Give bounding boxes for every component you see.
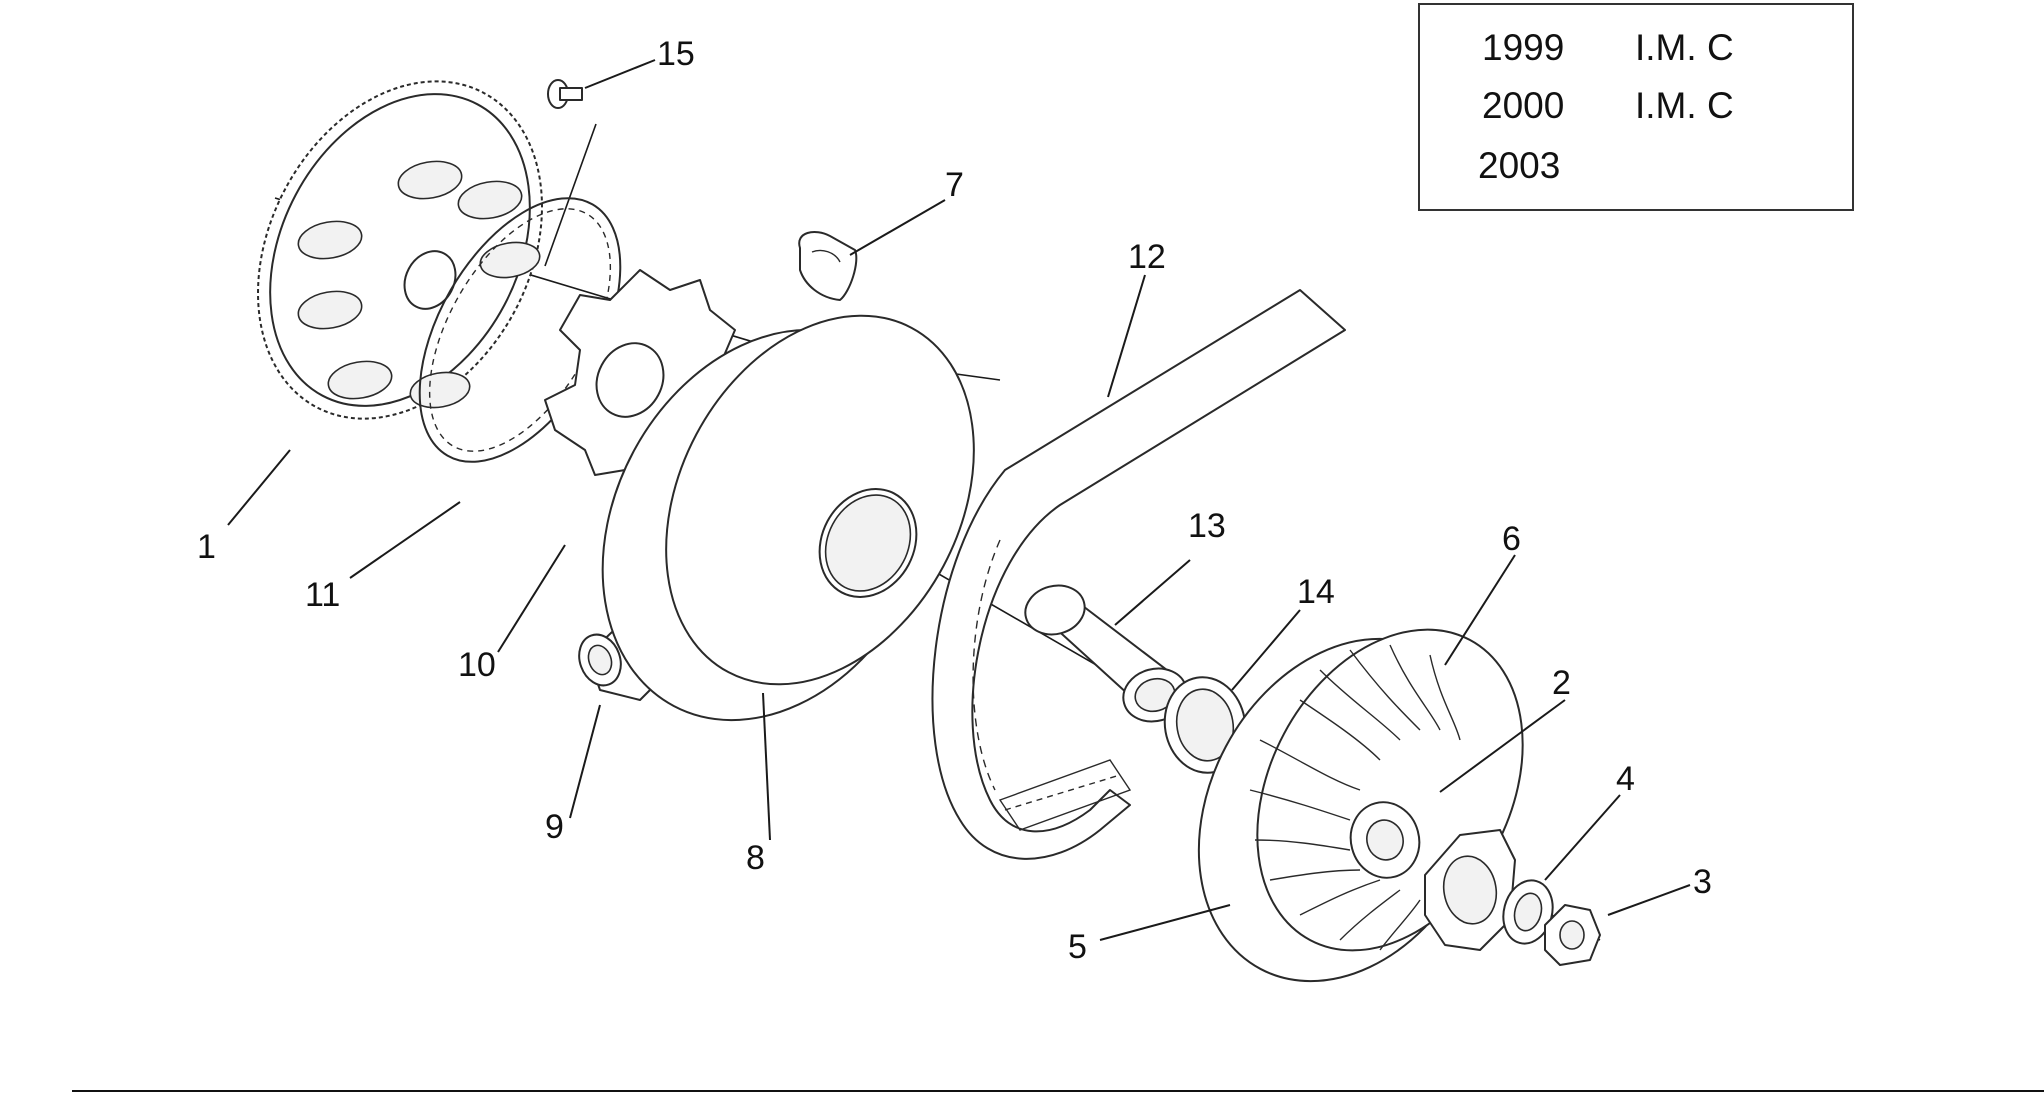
- callout-14: 14: [1297, 573, 1335, 611]
- callout-12: 12: [1128, 238, 1166, 276]
- code-cell: I.M. C: [1635, 27, 1734, 68]
- applicability-table: 1999 I.M. C 2000 I.M. C 2003: [1418, 3, 1854, 211]
- callout-9: 9: [545, 808, 564, 846]
- washer: [1502, 879, 1554, 945]
- callout-7: 7: [945, 166, 964, 204]
- screw: [547, 79, 583, 109]
- callout-15: 15: [657, 35, 695, 73]
- callout-5: 5: [1068, 928, 1087, 966]
- callout-2: 2: [1552, 664, 1571, 702]
- callout-1: 1: [197, 528, 216, 566]
- callout-8: 8: [746, 839, 765, 877]
- callout-10: 10: [458, 646, 496, 684]
- toothed-hub: [1424, 829, 1516, 951]
- code-cell: I.M. C: [1635, 85, 1734, 126]
- callout-13: 13: [1188, 507, 1226, 545]
- leader-lines: [227, 59, 1691, 941]
- slider: [798, 231, 858, 301]
- applicability-row: 2003: [1420, 145, 1852, 195]
- applicability-row: 2000 I.M. C: [1420, 85, 1852, 135]
- fan-pulley: [1197, 628, 1524, 983]
- callout-11: 11: [305, 576, 340, 614]
- callout-labels: 1 2 3 4 5 6 7 8 9 10 11 12 13 14 15: [197, 35, 1712, 966]
- drive-gear: [257, 80, 543, 420]
- drive-belt: [931, 289, 1346, 860]
- callout-6: 6: [1502, 520, 1521, 558]
- applicability-row: 1999 I.M. C: [1420, 27, 1852, 77]
- nut: [1544, 904, 1601, 966]
- callout-3: 3: [1693, 863, 1712, 901]
- year-cell: 2000: [1482, 85, 1565, 126]
- footer-rule: [72, 1090, 2044, 1092]
- callout-4: 4: [1616, 760, 1635, 798]
- year-cell: 2003: [1478, 145, 1561, 186]
- pulley-half: [601, 314, 975, 722]
- year-cell: 1999: [1482, 27, 1565, 68]
